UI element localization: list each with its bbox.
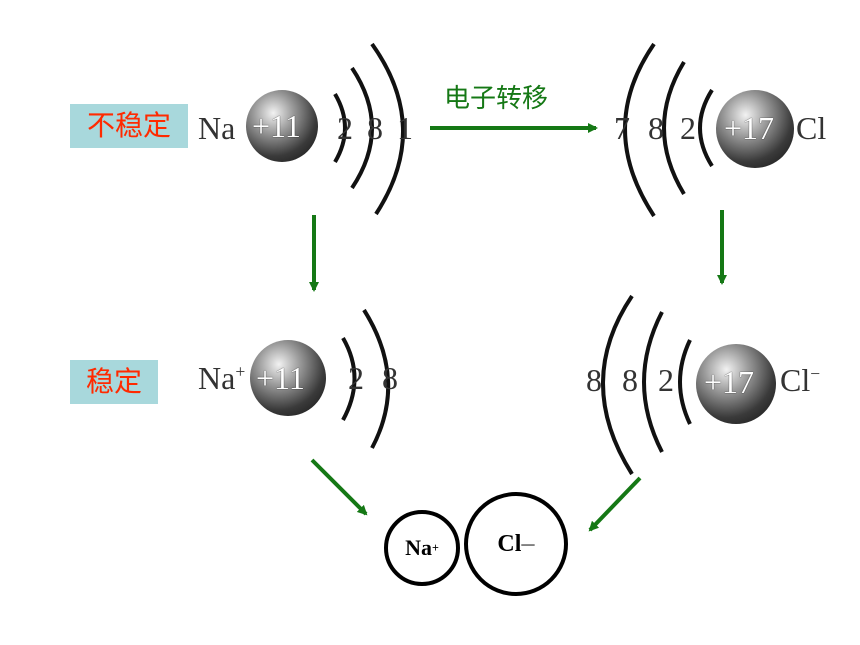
unstable-label: 不稳定 — [70, 104, 188, 148]
product-cl-charge: — — [521, 536, 535, 551]
cl-ion-symbol: Cl− — [780, 362, 821, 398]
cl-ion-shells — [601, 294, 692, 476]
product-cl-ion: Cl— — [464, 492, 568, 596]
cl-ion-shell-middle-count: 8 — [622, 362, 638, 398]
na-shell-1-count: 2 — [337, 110, 353, 146]
cl-atom-shells — [623, 42, 714, 218]
na-ion-symbol: Na+ — [198, 360, 246, 396]
na-atom-nucleus — [246, 90, 318, 162]
stable-label: 稳定 — [70, 360, 158, 404]
na-atom-shells — [333, 42, 405, 216]
na-ion-charge: + — [235, 361, 246, 382]
na-shell-3-count: 1 — [397, 110, 413, 146]
arrows — [309, 123, 727, 532]
cl-shell-inner-count: 2 — [680, 110, 696, 146]
cl-ion-shell-outer-count: 8 — [586, 362, 602, 398]
cl-shell-middle-count: 8 — [648, 110, 664, 146]
cl-atom-nucleus — [716, 90, 794, 168]
cl-atom-nucleus-charge: +17 — [724, 110, 775, 146]
cl-shell-outer-count: 7 — [614, 110, 630, 146]
product-na-charge: + — [431, 540, 439, 555]
na-atom-symbol: Na — [198, 110, 236, 146]
na-ion-shell-2-count: 8 — [382, 360, 398, 396]
na-ion-shell-1-count: 2 — [348, 360, 364, 396]
cl-ion-charge: − — [810, 363, 821, 384]
cl-atom-symbol: Cl — [796, 110, 827, 146]
na-ion-shells — [341, 308, 391, 449]
electron-transfer-label: 电子转移 — [444, 84, 549, 114]
cl-ion-shell-inner-count: 2 — [658, 362, 674, 398]
product-na-ion: Na+ — [384, 510, 460, 586]
na-atom-nucleus-charge: +11 — [252, 108, 301, 144]
cl-diag-arrow — [588, 476, 642, 532]
cl-ion-nucleus — [696, 344, 776, 424]
na-ion-nucleus-charge: +11 — [256, 360, 305, 396]
na-ion-nucleus — [250, 340, 326, 416]
na-diag-arrow — [310, 458, 368, 516]
na-shell-2-count: 8 — [367, 110, 383, 146]
cl-ion-nucleus-charge: +17 — [704, 364, 755, 400]
